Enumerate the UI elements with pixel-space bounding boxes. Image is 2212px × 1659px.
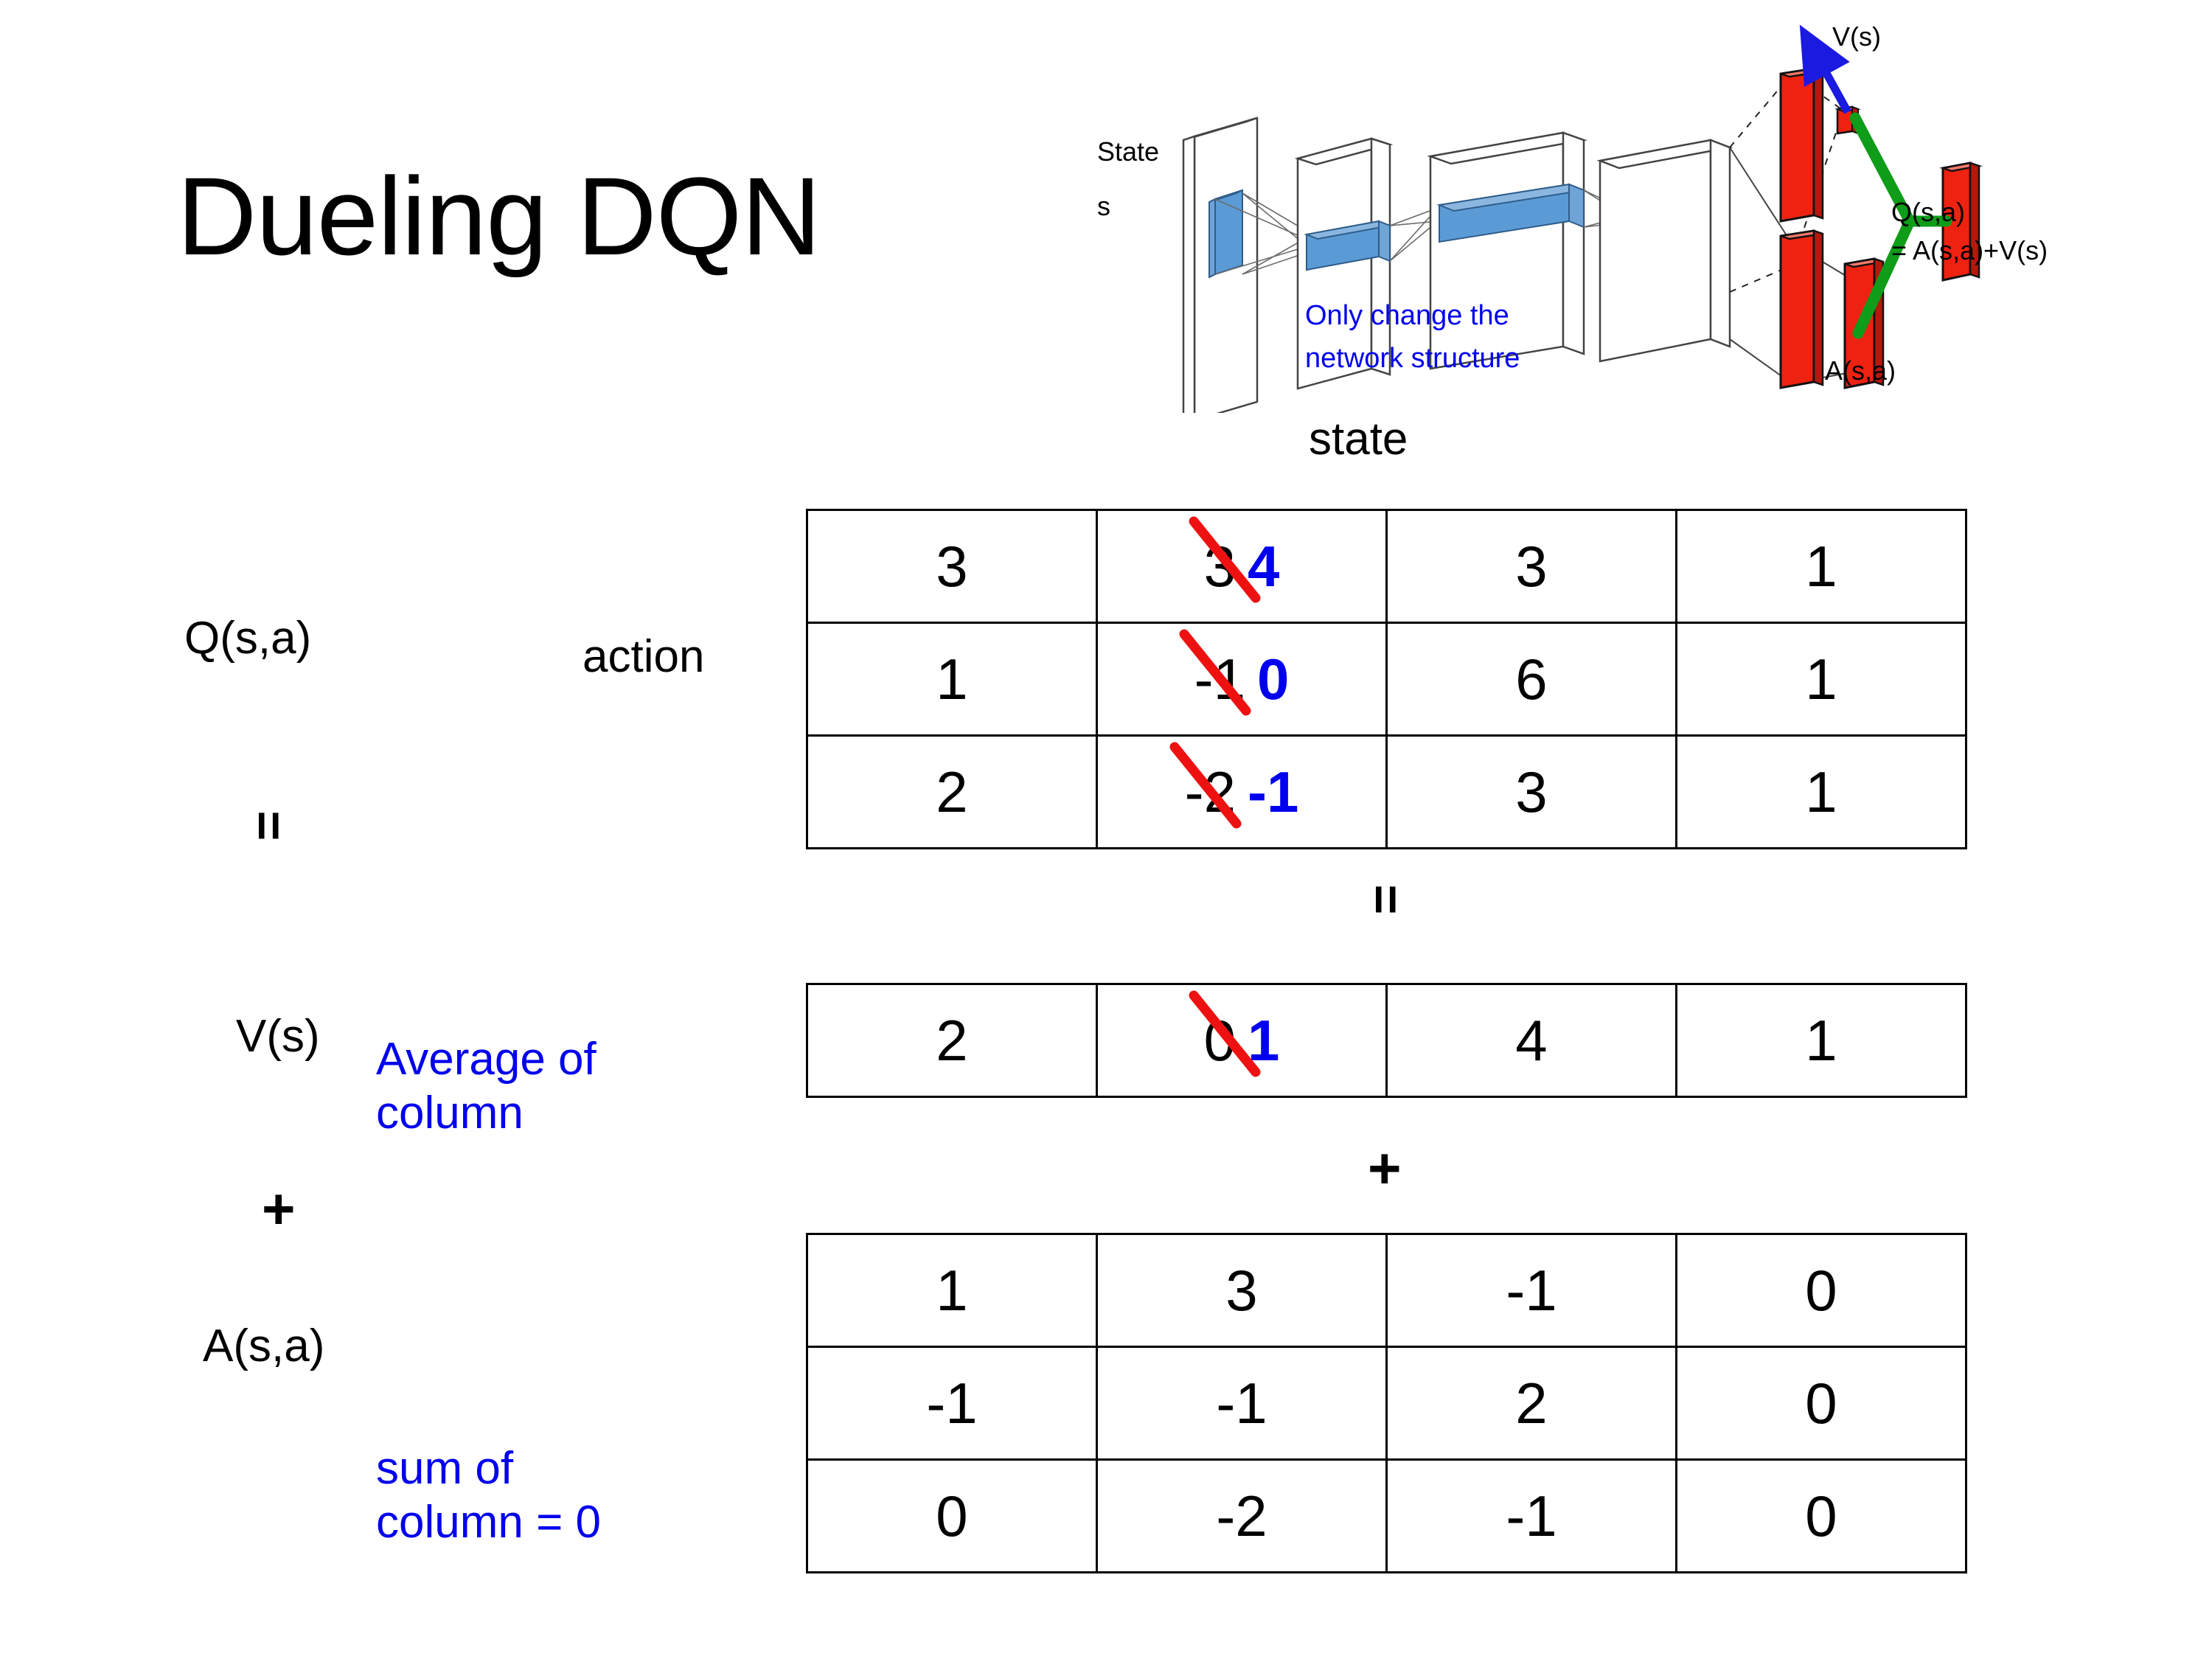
plus-sign-left: + — [262, 1176, 296, 1241]
average-of-column-note: Average of column — [376, 1032, 597, 1140]
state-axis-label: state — [1309, 414, 1408, 465]
plus-sign-center: + — [1368, 1135, 1402, 1200]
table-cell: 2 — [806, 983, 1098, 1098]
table-cell: 1 — [1675, 622, 1967, 737]
advantage-output-label: A(s,a) — [1825, 355, 1896, 386]
equals-sign-left: = — [240, 810, 298, 841]
q-output-label-line2: = A(s,a)+V(s) — [1891, 235, 2048, 265]
table-cell: -1 — [806, 1346, 1098, 1461]
table-cell: 1 — [1675, 509, 1967, 624]
cell-original-value: -2 — [1169, 742, 1242, 828]
q-output-label-line1: Q(s,a) — [1891, 197, 1965, 227]
note-line-2: network structure — [1305, 343, 1520, 374]
cell-new-value: -1 — [1248, 759, 1299, 824]
v-table-label: V(s) — [236, 1011, 320, 1062]
table-cell: -1 — [1385, 1458, 1677, 1573]
cell-original-value: 3 — [1189, 516, 1261, 602]
average-note-line-1: Average of — [376, 1034, 597, 1085]
cell-original-value: -1 — [1179, 629, 1251, 715]
table-cell: 1 — [1675, 983, 1967, 1098]
state-input-sublabel: s — [1097, 191, 1110, 221]
q-table-label: Q(s,a) — [184, 613, 312, 664]
table-cell: 1 — [1675, 734, 1967, 849]
cell-new-value: 0 — [1256, 646, 1290, 712]
sum-note-line-2: column = 0 — [376, 1497, 602, 1548]
value-output-label: V(s) — [1832, 21, 1881, 52]
cell-new-value: 4 — [1248, 533, 1280, 599]
equals-sign-center: = — [1357, 884, 1415, 915]
action-axis-label: action — [582, 631, 705, 682]
table-cell: 3 — [1096, 1233, 1388, 1348]
note-line-1: Only change the — [1305, 300, 1509, 331]
table-cell: 1 — [806, 1233, 1098, 1348]
table-cell: 3 — [806, 509, 1098, 624]
table-cell: 2 — [806, 734, 1098, 849]
sum-of-column-note: sum of column = 0 — [376, 1441, 601, 1549]
table-cell: 3 — [1385, 734, 1677, 849]
cell-new-value: 1 — [1248, 1007, 1280, 1073]
state-input-label: State — [1097, 136, 1159, 167]
table-cell: 4 — [1385, 983, 1677, 1098]
cell-original-value: 0 — [1189, 990, 1261, 1077]
table-cell-edited: -2-1 — [1096, 734, 1388, 849]
table-cell: 0 — [1675, 1233, 1967, 1348]
page-title: Dueling DQN — [177, 154, 821, 278]
a-table-label: A(s,a) — [203, 1321, 325, 1371]
table-cell: 0 — [1675, 1458, 1967, 1573]
table-cell: 2 — [1385, 1346, 1677, 1461]
table-cell: 3 — [1385, 509, 1677, 624]
table-cell: -2 — [1096, 1458, 1388, 1573]
table-cell: 0 — [806, 1458, 1098, 1573]
table-cell: 1 — [806, 622, 1098, 737]
sum-note-line-1: sum of — [376, 1443, 514, 1494]
table-cell: 6 — [1385, 622, 1677, 737]
average-note-line-2: column — [376, 1088, 524, 1139]
table-cell: 0 — [1675, 1346, 1967, 1461]
table-cell: -1 — [1096, 1346, 1388, 1461]
table-cell: -1 — [1385, 1233, 1677, 1348]
dueling-network-diagram: State s V(s) Q(s,a) = A(s,a)+V(s) A(s,a)… — [1091, 0, 2212, 413]
